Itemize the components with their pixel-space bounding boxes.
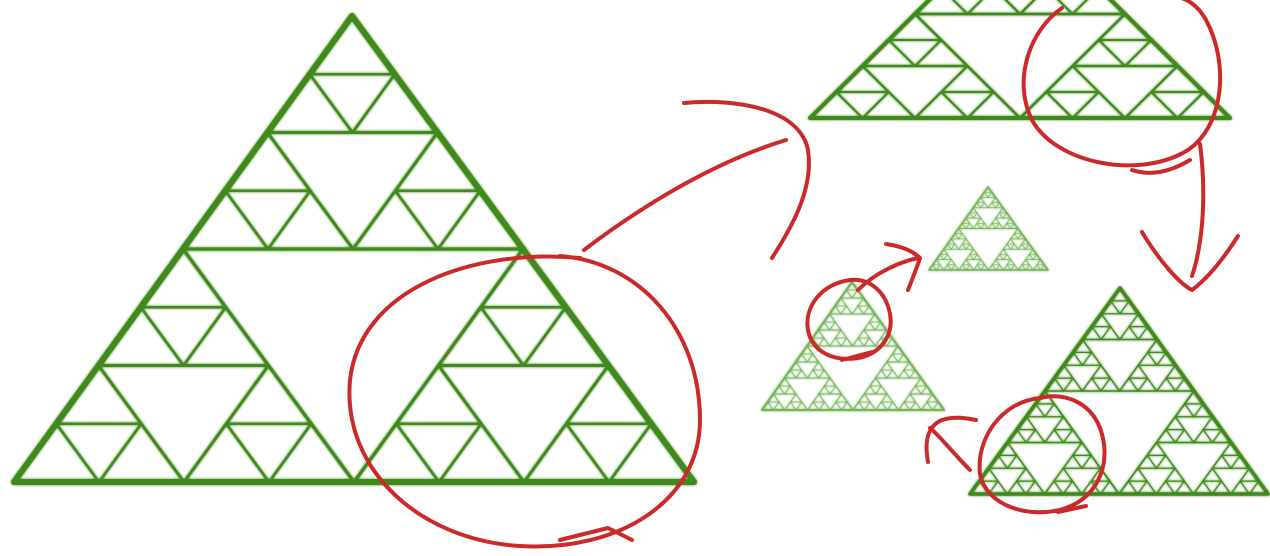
circle-large-subtriangle-circle: [349, 256, 700, 546]
arrow-to-small-center-arrow: [858, 244, 920, 290]
bottom-right-sierpinski: [970, 288, 1268, 494]
arrow-to-top-right-arrow: [584, 102, 809, 258]
arrow-to-middle-left-arrow: [927, 418, 976, 470]
fractal-layer: [14, 0, 1268, 494]
middle-left-sierpinski: [762, 282, 944, 410]
annotation-layer: [349, 0, 1238, 546]
large-sierpinski: [14, 16, 694, 482]
top-right-sierpinski-outline: [810, 0, 1230, 118]
top-right-sierpinski: [810, 0, 1230, 118]
arrow-to-bottom-right-arrow: [1142, 144, 1238, 290]
small-center-sierpinski: [929, 187, 1048, 270]
